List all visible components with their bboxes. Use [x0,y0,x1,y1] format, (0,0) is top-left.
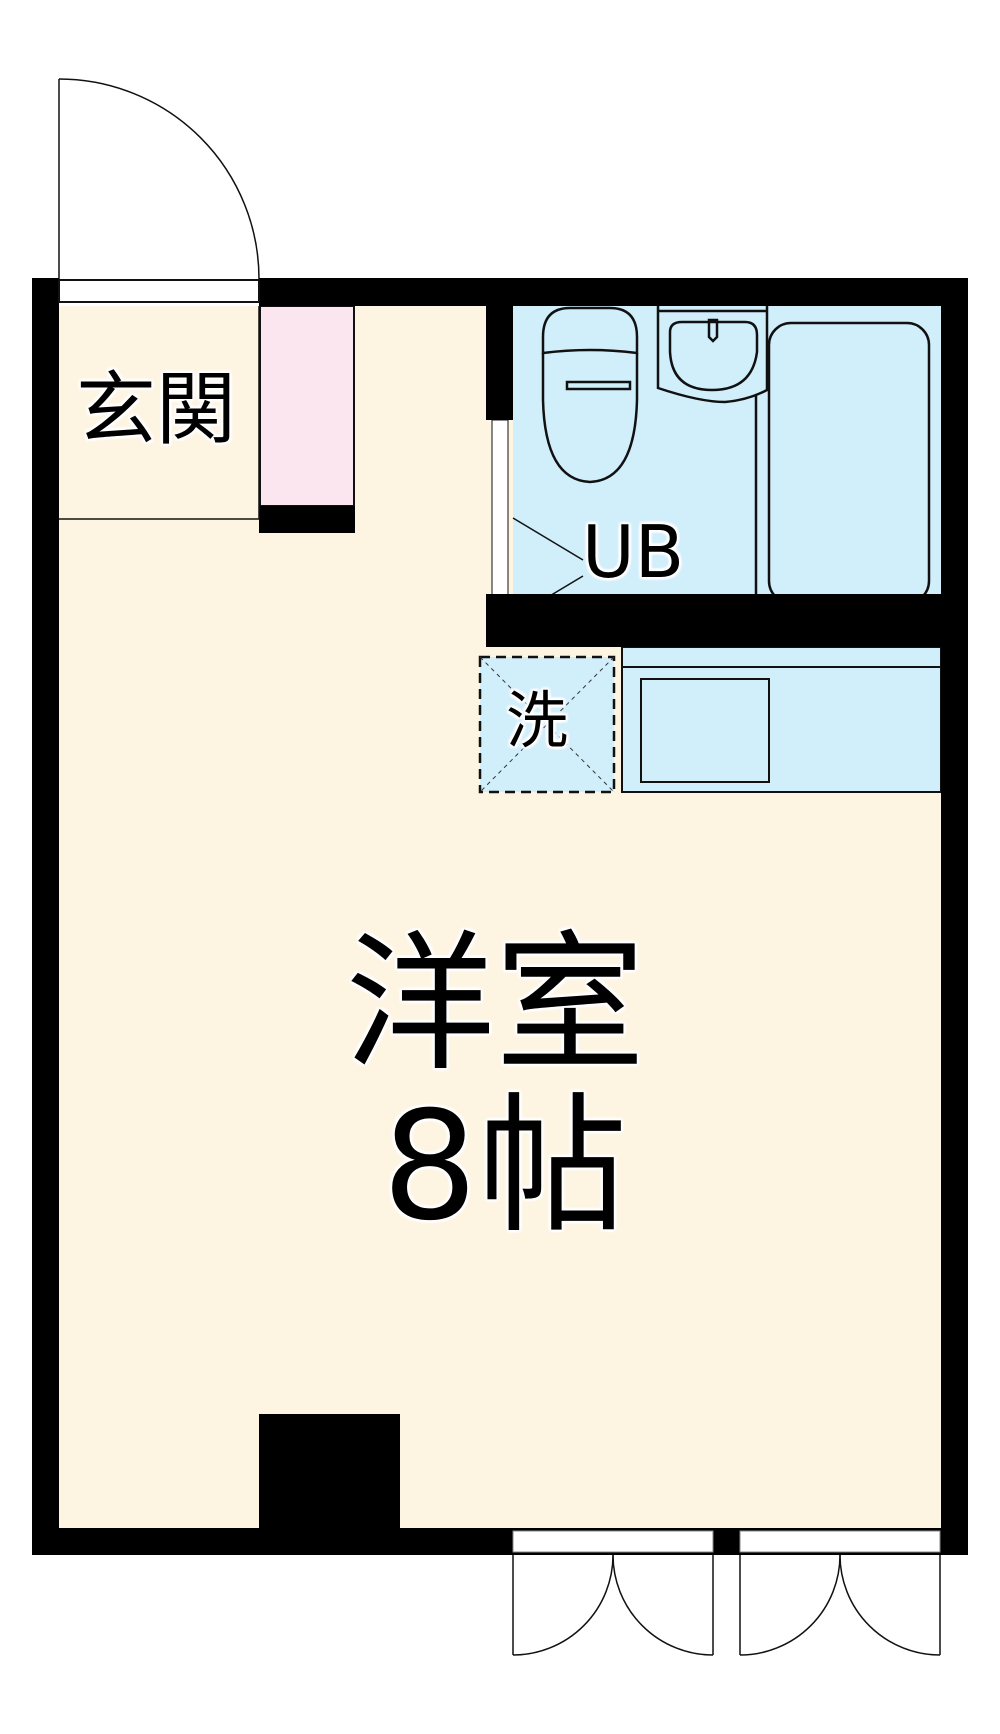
western-room-size: 8帖 [382,1080,628,1254]
washer-label: 洗 [506,684,569,757]
western-room-label: 洋室 [345,918,646,1092]
bath-door [491,419,509,619]
unit-bath-label: UB [582,510,685,594]
kitchen-counter [621,646,942,793]
shoe-cabinet [259,305,355,507]
balcony-window-left [512,1530,714,1656]
entry-door-frame [58,279,260,303]
genkan-label: 玄関 [76,363,236,456]
wash-basin-icon [656,306,769,404]
toilet-icon [541,306,639,484]
kitchen-sink [640,678,770,783]
walls [32,278,968,1555]
washer-space [478,655,616,794]
entry-door-icon [58,78,260,280]
balcony-window-right [739,1530,941,1656]
unit-bath-area [513,306,941,620]
